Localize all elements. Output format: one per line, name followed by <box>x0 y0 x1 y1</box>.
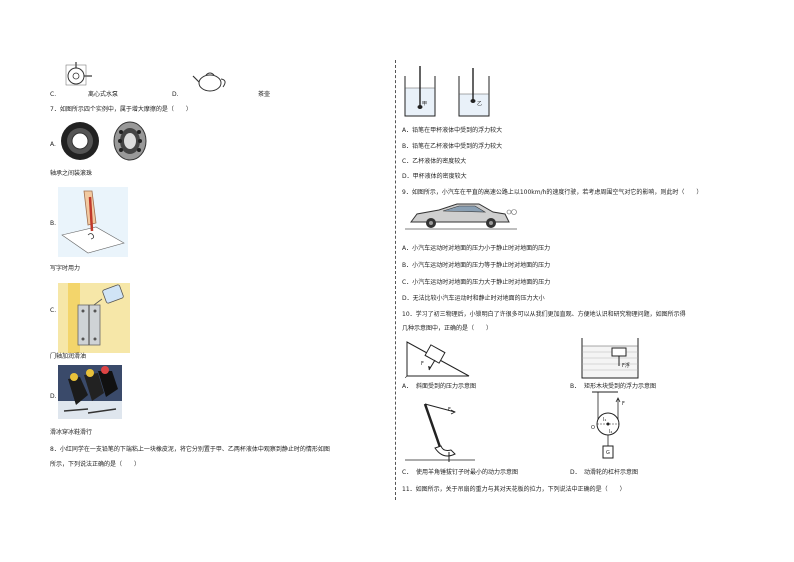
q7-option-d-label[interactable]: D. <box>50 393 57 400</box>
q8-option-d[interactable]: D．甲杯液体的密度较大 <box>402 173 467 180</box>
q7-option-d-caption: 滑冰穿冰鞋滑行 <box>50 429 93 436</box>
q9-option-a[interactable]: A．小汽车运动时对地面的压力小于静止时对地面的压力 <box>402 245 551 252</box>
column-divider <box>395 60 396 500</box>
q7-option-c-label[interactable]: C. <box>50 307 57 314</box>
q9-option-b[interactable]: B．小汽车运动时对地面的压力等于静止时对地面的压力 <box>402 262 551 269</box>
q10-d-mark-o: O <box>591 425 595 431</box>
q6-option-d-text: 茶壶 <box>258 91 271 98</box>
q10-d-mark-l1: l₁ <box>603 417 607 423</box>
q10-c-mark: F <box>448 407 451 413</box>
claw-hammer-figure <box>405 403 475 462</box>
buoyancy-figure <box>581 338 639 379</box>
q10-option-c-label[interactable]: C． <box>402 469 413 476</box>
q10-option-a-caption: 斜面受到的压力示意图 <box>416 383 477 390</box>
teapot-figure <box>192 72 226 92</box>
q7-option-b-label[interactable]: B. <box>50 220 57 227</box>
water-pump-figure <box>65 62 92 86</box>
q7-stem: 7．如图所示四个实例中，属于增大摩擦的是（ ） <box>50 106 192 113</box>
q10-stem-line1: 10．学习了初三物理后，小锁明白了许很多可以从我们更加直观、方便地认识和研究物理… <box>402 311 686 318</box>
q7-option-a-label[interactable]: A. <box>50 141 56 148</box>
q8-stem-line1: 8．小红同学在一支铅笔的下端粘上一块橡皮泥，将它分别置于甲、乙两杯液体中观察到静… <box>50 446 330 453</box>
q10-option-b-label[interactable]: B． <box>570 383 581 390</box>
q10-d-mark-g: G <box>606 450 610 456</box>
q8-option-a[interactable]: A．铅笔在甲杯液体中受到的浮力较大 <box>402 127 503 134</box>
q8-stem-line2: 所示，下列说法正确的是（ ） <box>50 461 141 468</box>
q10-stem-line2: 几种示意图中，正确的是（ ） <box>402 325 493 332</box>
q10-b-mark: F浮 <box>622 363 630 369</box>
bearing-figure <box>61 121 147 161</box>
q7-option-b-caption: 写字时用力 <box>50 265 81 272</box>
q10-option-b-caption: 矩形木块受到的浮力示意图 <box>584 383 657 390</box>
q10-option-a-label[interactable]: A． <box>402 383 413 390</box>
q10-option-d-label[interactable]: D． <box>570 469 581 476</box>
q8-option-c[interactable]: C．乙杯液体的密度较大 <box>402 158 467 165</box>
q6-option-c-label[interactable]: C. <box>50 91 57 98</box>
writing-hand-figure <box>58 187 128 257</box>
q9-option-d[interactable]: D．无法比较小汽车运动时和静止时对地面的压力大小 <box>402 295 545 302</box>
q8-option-b[interactable]: B．铅笔在乙杯液体中受到的浮力较大 <box>402 143 503 150</box>
q11-stem: 11．如图所示，关于吊扇的重力与其对天花板的拉力，下列说法中正确的是（ ） <box>402 486 626 493</box>
door-hinge-figure <box>58 283 130 353</box>
pulley-figure <box>592 391 621 459</box>
q10-a-mark: F <box>421 361 424 367</box>
incline-force-figure <box>405 341 470 378</box>
q6-option-d-label[interactable]: D. <box>172 91 179 98</box>
beaker-pencil-figure <box>404 66 490 117</box>
q10-option-d-caption: 动滑轮的杠杆示意图 <box>584 469 639 476</box>
q8-cup1-label: 甲 <box>422 101 428 107</box>
q9-option-c[interactable]: C．小汽车运动时对地面的压力大于静止时对地面的压力 <box>402 279 551 286</box>
q10-d-mark-l2: l₂ <box>609 429 613 435</box>
q7-option-a-caption: 轴承之间装滚珠 <box>50 170 93 177</box>
car-figure <box>405 203 517 230</box>
q6-option-c-text: 离心式水泵 <box>88 91 119 98</box>
q10-d-mark-f: F <box>622 401 625 407</box>
speed-skating-figure <box>58 365 122 419</box>
q7-option-c-caption: 门轴加润滑油 <box>50 353 87 360</box>
q8-cup2-label: 乙 <box>477 101 483 107</box>
q9-stem: 9．如图所示，小汽车在平直的高速公路上以100km/h的速度行驶，若考虑周围空气… <box>402 189 703 196</box>
q10-option-c-caption: 使用羊角锤拔钉子时最小的动力示意图 <box>416 469 519 476</box>
